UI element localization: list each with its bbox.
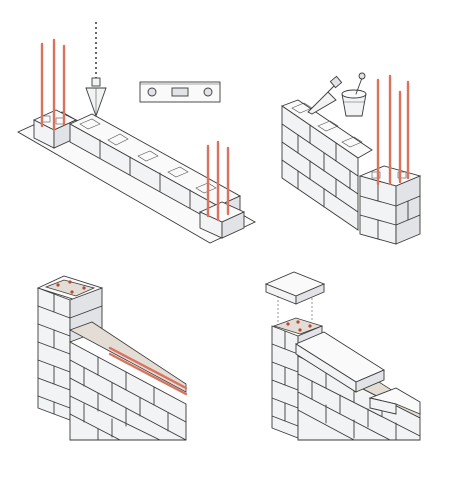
pillar-rebars: [376, 74, 410, 186]
panel-step-1: [17, 22, 256, 244]
wall-section: [281, 99, 373, 231]
wall-coping: [295, 331, 421, 415]
panel-step-2: [281, 72, 422, 245]
panel-step-4: [264, 271, 421, 441]
panel-step-3: [36, 275, 188, 441]
trowel-icon: [307, 75, 343, 115]
pillar-cap: [264, 271, 326, 328]
rebar-right: [206, 140, 230, 222]
plumb-bob-icon: [85, 22, 107, 118]
corner-block-right: [198, 201, 246, 239]
mortar-bucket-icon: [341, 72, 367, 117]
first-course-blocks: [68, 113, 242, 225]
wall-step-3: [69, 321, 188, 441]
spirit-level-icon: [139, 81, 221, 103]
rebar-left: [40, 38, 66, 132]
